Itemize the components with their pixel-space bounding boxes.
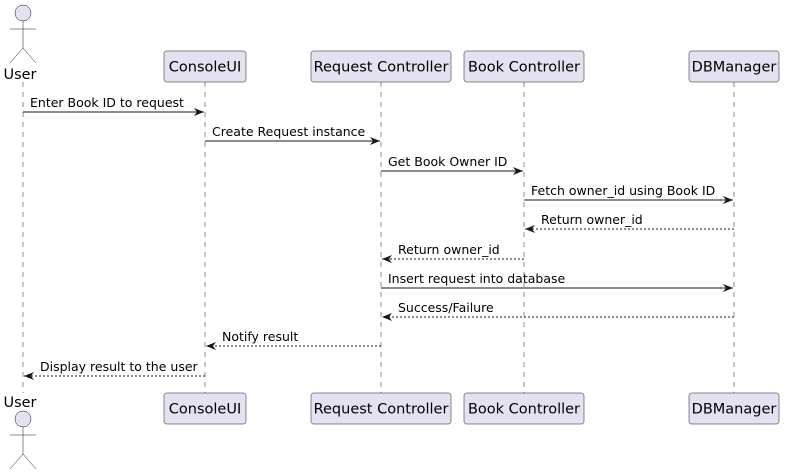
message-label: Get Book Owner ID	[388, 154, 507, 169]
participant-label: Request Controller	[314, 60, 449, 76]
actor-leg-left-icon	[9, 453, 24, 470]
participant-label: Book Controller	[468, 60, 580, 76]
participants-top: User ConsoleUI Request Controller Book Cont…	[3, 4, 780, 83]
participant-box	[163, 50, 247, 83]
participant-box	[463, 392, 585, 425]
participant-request_controller-bottom: Request Controller	[310, 392, 452, 425]
message-5: Return owner_id	[525, 212, 734, 233]
message-label: Create Request instance	[212, 124, 366, 139]
participant-box	[463, 50, 585, 83]
participant-label: DBManager	[692, 402, 777, 418]
participant-dbmanager-top: DBManager	[688, 50, 780, 83]
message-label: Display result to the user	[40, 359, 199, 374]
participant-label: Book Controller	[468, 402, 580, 418]
message-9: Notify result	[206, 329, 381, 350]
message-label: Fetch owner_id using Book ID	[531, 183, 715, 198]
participant-box	[310, 392, 452, 425]
actor-user-bottom: User	[3, 395, 37, 470]
participant-request_controller-top: Request Controller	[310, 50, 452, 83]
participant-book_controller-bottom: Book Controller	[463, 392, 585, 425]
message-10: Display result to the user	[24, 359, 205, 380]
message-label: Return owner_id	[541, 212, 643, 227]
actor-head-icon	[14, 410, 32, 428]
participant-book_controller-top: Book Controller	[463, 50, 585, 83]
message-4: Fetch owner_id using Book ID	[524, 183, 733, 204]
actor-leg-right-icon	[22, 47, 37, 64]
actor-leg-right-icon	[22, 453, 37, 470]
participant-consoleui-top: ConsoleUI	[163, 50, 247, 83]
participant-box	[688, 50, 780, 83]
actor-label: User	[3, 67, 36, 83]
actor-label: User	[3, 395, 36, 411]
message-label: Return owner_id	[398, 242, 500, 257]
message-label: Success/Failure	[398, 300, 494, 315]
actor-leg-left-icon	[9, 47, 24, 64]
message-6: Return owner_id	[382, 242, 524, 263]
message-2: Create Request instance	[205, 124, 380, 145]
message-3: Get Book Owner ID	[381, 154, 523, 175]
message-8: Success/Failure	[382, 300, 734, 321]
participant-box	[310, 50, 452, 83]
participants-bottom: User ConsoleUI Request Controller Book Cont…	[3, 392, 780, 470]
participant-label: ConsoleUI	[169, 402, 241, 418]
message-7: Insert request into database	[381, 271, 733, 292]
message-label: Notify result	[222, 329, 298, 344]
actor-head-icon	[14, 4, 32, 22]
participant-dbmanager-bottom: DBManager	[688, 392, 780, 425]
message-label: Insert request into database	[388, 271, 565, 286]
participant-label: DBManager	[692, 60, 777, 76]
actor-user-top: User	[3, 4, 37, 83]
participant-consoleui-bottom: ConsoleUI	[163, 392, 247, 425]
message-label: Enter Book ID to request	[30, 95, 184, 110]
message-1: Enter Book ID to request	[23, 95, 204, 116]
participant-label: ConsoleUI	[169, 60, 241, 76]
participant-box	[163, 392, 247, 425]
lifelines	[22, 82, 735, 393]
participant-label: Request Controller	[314, 402, 449, 418]
participant-box	[688, 392, 780, 425]
